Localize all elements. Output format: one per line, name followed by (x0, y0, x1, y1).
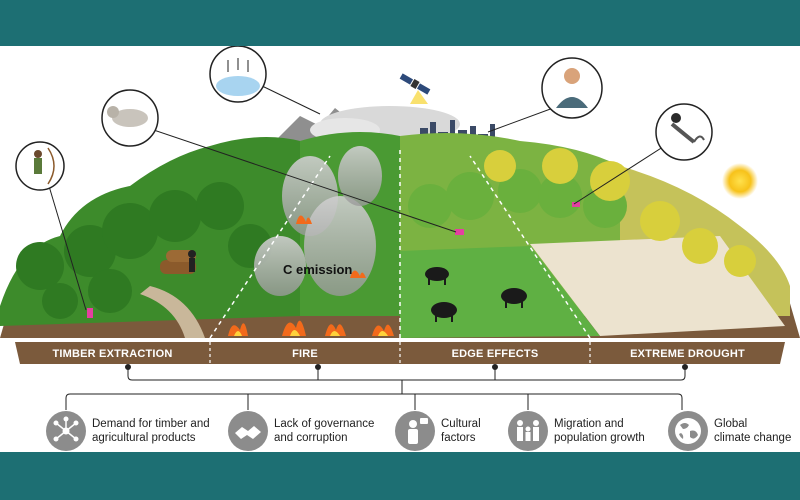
impact-bar (15, 342, 785, 364)
handshake-icon (228, 411, 268, 451)
wolf-callout (101, 89, 159, 147)
globe-icon (668, 411, 708, 451)
sun (722, 163, 758, 199)
c-emission-label: C emission (283, 262, 353, 277)
driver-climate-line1: Global (714, 418, 748, 430)
person-callout (541, 57, 603, 119)
top-band (0, 0, 800, 46)
person-speech-icon (395, 411, 435, 451)
driver-governance-line1: Lack of governance (274, 418, 375, 430)
impact-edge-effects: EDGE EFFECTS (451, 348, 539, 360)
satellite (399, 73, 431, 95)
driver-governance: Lack of governance and corruption (228, 408, 374, 454)
driver-migration: Migration and population growth (508, 408, 645, 454)
family-icon (508, 411, 548, 451)
driver-cultural-line1: Cultural (441, 418, 481, 430)
driver-demand-line1: Demand for timber and (92, 418, 210, 430)
connector-lines (65, 364, 688, 410)
driver-cultural-line2: factors (441, 432, 476, 444)
flames (228, 215, 394, 336)
impact-fire: FIRE (292, 348, 318, 360)
driver-climate-line2: climate change (714, 432, 792, 444)
rain-callout (209, 46, 267, 103)
forest-scene (0, 46, 800, 339)
driver-demand: Demand for timber and agricultural produc… (46, 408, 210, 454)
driver-migration-line2: population growth (554, 432, 645, 444)
monkey-callout (655, 103, 713, 161)
network-icon (46, 411, 86, 451)
smoke-plume (254, 146, 382, 296)
cows (425, 267, 527, 322)
driver-governance-line2: and corruption (274, 432, 348, 444)
log-pile (160, 250, 196, 274)
driver-climate: Global climate change (668, 408, 791, 454)
driver-migration-line1: Migration and (554, 418, 624, 430)
drought-soil (530, 236, 785, 336)
impact-extreme-drought: EXTREME DROUGHT (630, 348, 745, 360)
driver-demand-line2: agricultural products (92, 432, 196, 444)
hunter-callout (15, 141, 65, 191)
impact-timber-extraction: TIMBER EXTRACTION (52, 348, 173, 360)
bottom-band (0, 452, 800, 500)
driver-cultural: Cultural factors (395, 408, 481, 454)
